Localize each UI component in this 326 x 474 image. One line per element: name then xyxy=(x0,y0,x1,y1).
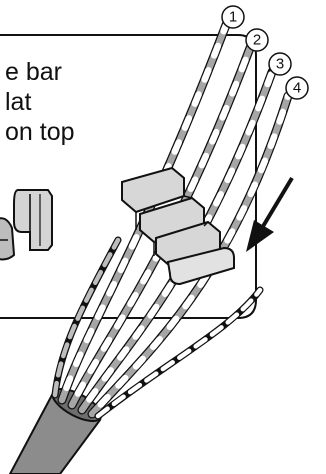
pair-label-1: 1 xyxy=(222,6,244,28)
pair-label-2-text: 2 xyxy=(253,32,261,49)
callout-line-3: on top xyxy=(5,118,75,146)
pair-label-4-text: 4 xyxy=(293,80,301,97)
callout-line-1: e bar xyxy=(5,58,62,86)
pair-label-2: 2 xyxy=(246,29,268,51)
pair-label-3-text: 3 xyxy=(276,56,284,73)
callout-inset: e bar lat on top xyxy=(0,35,256,318)
callout-line-2: lat xyxy=(5,88,31,116)
pair-label-1-text: 1 xyxy=(229,9,237,26)
pair-label-4: 4 xyxy=(286,77,308,99)
pair-label-3: 3 xyxy=(269,53,291,75)
